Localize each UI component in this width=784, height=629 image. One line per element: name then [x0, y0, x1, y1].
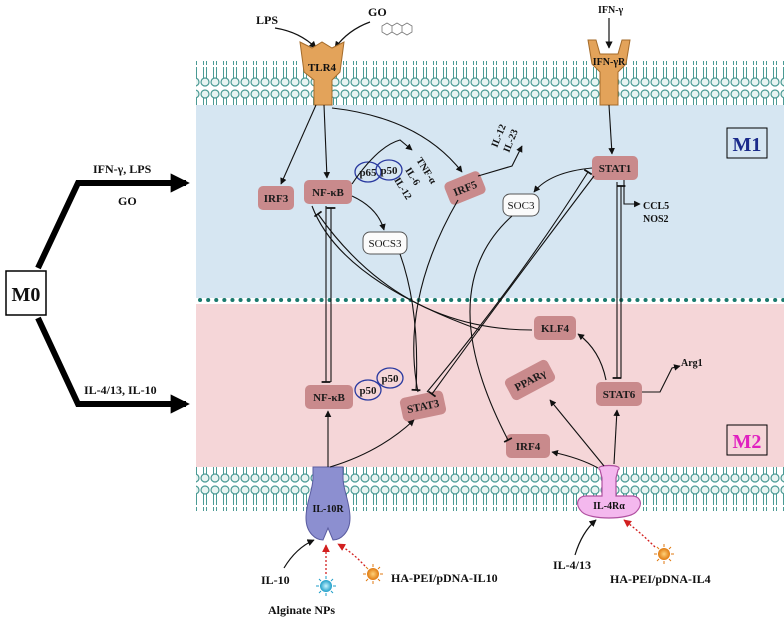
socs3-node: SOCS3: [362, 231, 408, 255]
irf5-to-il12: [477, 145, 523, 177]
stat1-to-stat3-inhibit: [427, 175, 595, 398]
stat6-node: STAT6: [596, 382, 642, 406]
arg1-label: Arg1: [681, 358, 703, 369]
il4r-to-stat6: [613, 409, 620, 465]
irf4-node: IRF4: [506, 434, 550, 458]
ha-il4-label: HA-PEI/pDNA-IL4: [610, 572, 711, 586]
il4r-to-ppar: [549, 399, 605, 467]
klf4-node: KLF4: [534, 316, 576, 340]
alginate-np-icon: [320, 580, 332, 592]
tlr4-receptor: TLR4: [299, 41, 345, 106]
m2-box: [726, 424, 768, 456]
tlr4-to-irf3: [280, 104, 317, 185]
p65-p50-complex: p65 p50: [354, 159, 403, 183]
stat3-node: STAT3: [399, 390, 447, 422]
m2-compartment: [196, 304, 784, 467]
pathway-edges: [280, 104, 681, 469]
il413-label: IL-4/13: [553, 558, 591, 572]
il10r-receptor: IL-10R: [305, 466, 351, 541]
irf3-node: IRF3: [258, 186, 294, 210]
ifn-gamma-top-label: IFN-γ: [598, 5, 624, 16]
tlr4-label: TLR4: [308, 62, 337, 74]
m1-box: [726, 127, 768, 159]
p65-label: p65: [359, 167, 377, 179]
p50-p50-complex: p50 p50: [354, 367, 404, 401]
svg-text:KLF4: KLF4: [541, 323, 570, 335]
ha-il10-np-spikes: [363, 564, 383, 584]
soc3-node: SOC3: [502, 193, 540, 217]
svg-text:STAT6: STAT6: [603, 389, 636, 401]
irf5-node: IRF5: [444, 171, 486, 205]
m1-label: M1: [733, 134, 762, 156]
m0-box: [5, 270, 47, 316]
m0-to-m2-arrow: [35, 316, 190, 414]
svg-text:IRF3: IRF3: [264, 193, 289, 205]
go-side-label: GO: [118, 194, 137, 208]
tlr4-to-irf5: [331, 107, 463, 173]
m0-to-m1-arrow: [35, 173, 190, 270]
bottom-membrane: [196, 467, 784, 511]
stat1-to-soc3: [533, 167, 593, 193]
ifngr-label: IFN-γR: [593, 57, 626, 68]
nfkb-m2-node: NF-κB: [305, 385, 353, 409]
lps-label: LPS: [256, 13, 278, 27]
nfkb-to-socs-loop: [311, 205, 481, 331]
ha-il10-arrow: [337, 543, 366, 567]
graphene-oxide-icon: [381, 22, 413, 36]
ha-il10-np-icon: [367, 568, 379, 580]
il413-arrow: [574, 519, 597, 556]
ifn-lps-label: IFN-γ, LPS: [93, 162, 152, 176]
ifngr-receptor: IFN-γR: [587, 39, 631, 106]
il4r-to-irf4: [551, 450, 599, 469]
soc3-to-irf4-inhibit: [469, 215, 513, 443]
svg-text:NF-κB: NF-κB: [312, 187, 344, 199]
nos2-label: NOS2: [643, 214, 669, 225]
stat3-to-stat1-inhibit: [426, 168, 593, 393]
il10r-to-stat3: [329, 419, 415, 468]
stat6-to-klf4: [577, 333, 607, 381]
go-top-label: GO: [368, 5, 387, 19]
lps-arrow: [274, 27, 317, 49]
nfkb-to-cytokines: [351, 139, 413, 185]
svg-text:IRF4: IRF4: [516, 441, 541, 453]
il4r-label: IL-4Rα: [593, 501, 625, 512]
tlr4-to-nfkb: [323, 104, 331, 179]
p50-c-label: p50: [381, 373, 399, 385]
svg-text:SOC3: SOC3: [508, 200, 535, 212]
stat6-to-arg1: [642, 364, 681, 393]
svg-text:NF-κB: NF-κB: [313, 392, 345, 404]
il413-il10-label: IL-4/13, IL-10: [84, 383, 157, 397]
nfkb-to-socs3: [351, 195, 386, 231]
alginate-np-spikes: [316, 576, 336, 596]
stat1-node: STAT1: [592, 156, 638, 180]
m0-label: M0: [12, 284, 41, 306]
il4r-receptor: IL-4Rα: [577, 464, 641, 519]
il10-arrow: [283, 539, 315, 569]
svg-text:SOCS3: SOCS3: [368, 238, 402, 250]
nfkb-m1-node: NF-κB: [304, 180, 352, 204]
top-membrane: [196, 61, 784, 105]
svg-text:STAT1: STAT1: [599, 163, 632, 175]
alginate-label: Alginate NPs: [268, 603, 335, 617]
ifngr-to-stat1: [608, 104, 615, 155]
p50-a-label: p50: [380, 165, 398, 177]
ha-il4-np-spikes: [654, 544, 674, 564]
stat1-to-outputs: [623, 180, 641, 208]
ha-il4-np-icon: [658, 548, 670, 560]
il10-label: IL-10: [261, 573, 290, 587]
ha-il10-label: HA-PEI/pDNA-IL10: [391, 571, 498, 585]
irf5-to-stat3: [413, 199, 459, 393]
socs3-to-stat3-inhibit: [399, 253, 421, 392]
p50-b-label: p50: [359, 385, 377, 397]
ccl5-label: CCL5: [643, 201, 669, 212]
ha-il4-arrow: [623, 519, 656, 548]
m2-label: M2: [733, 431, 762, 453]
il10r-label: IL-10R: [312, 504, 344, 515]
